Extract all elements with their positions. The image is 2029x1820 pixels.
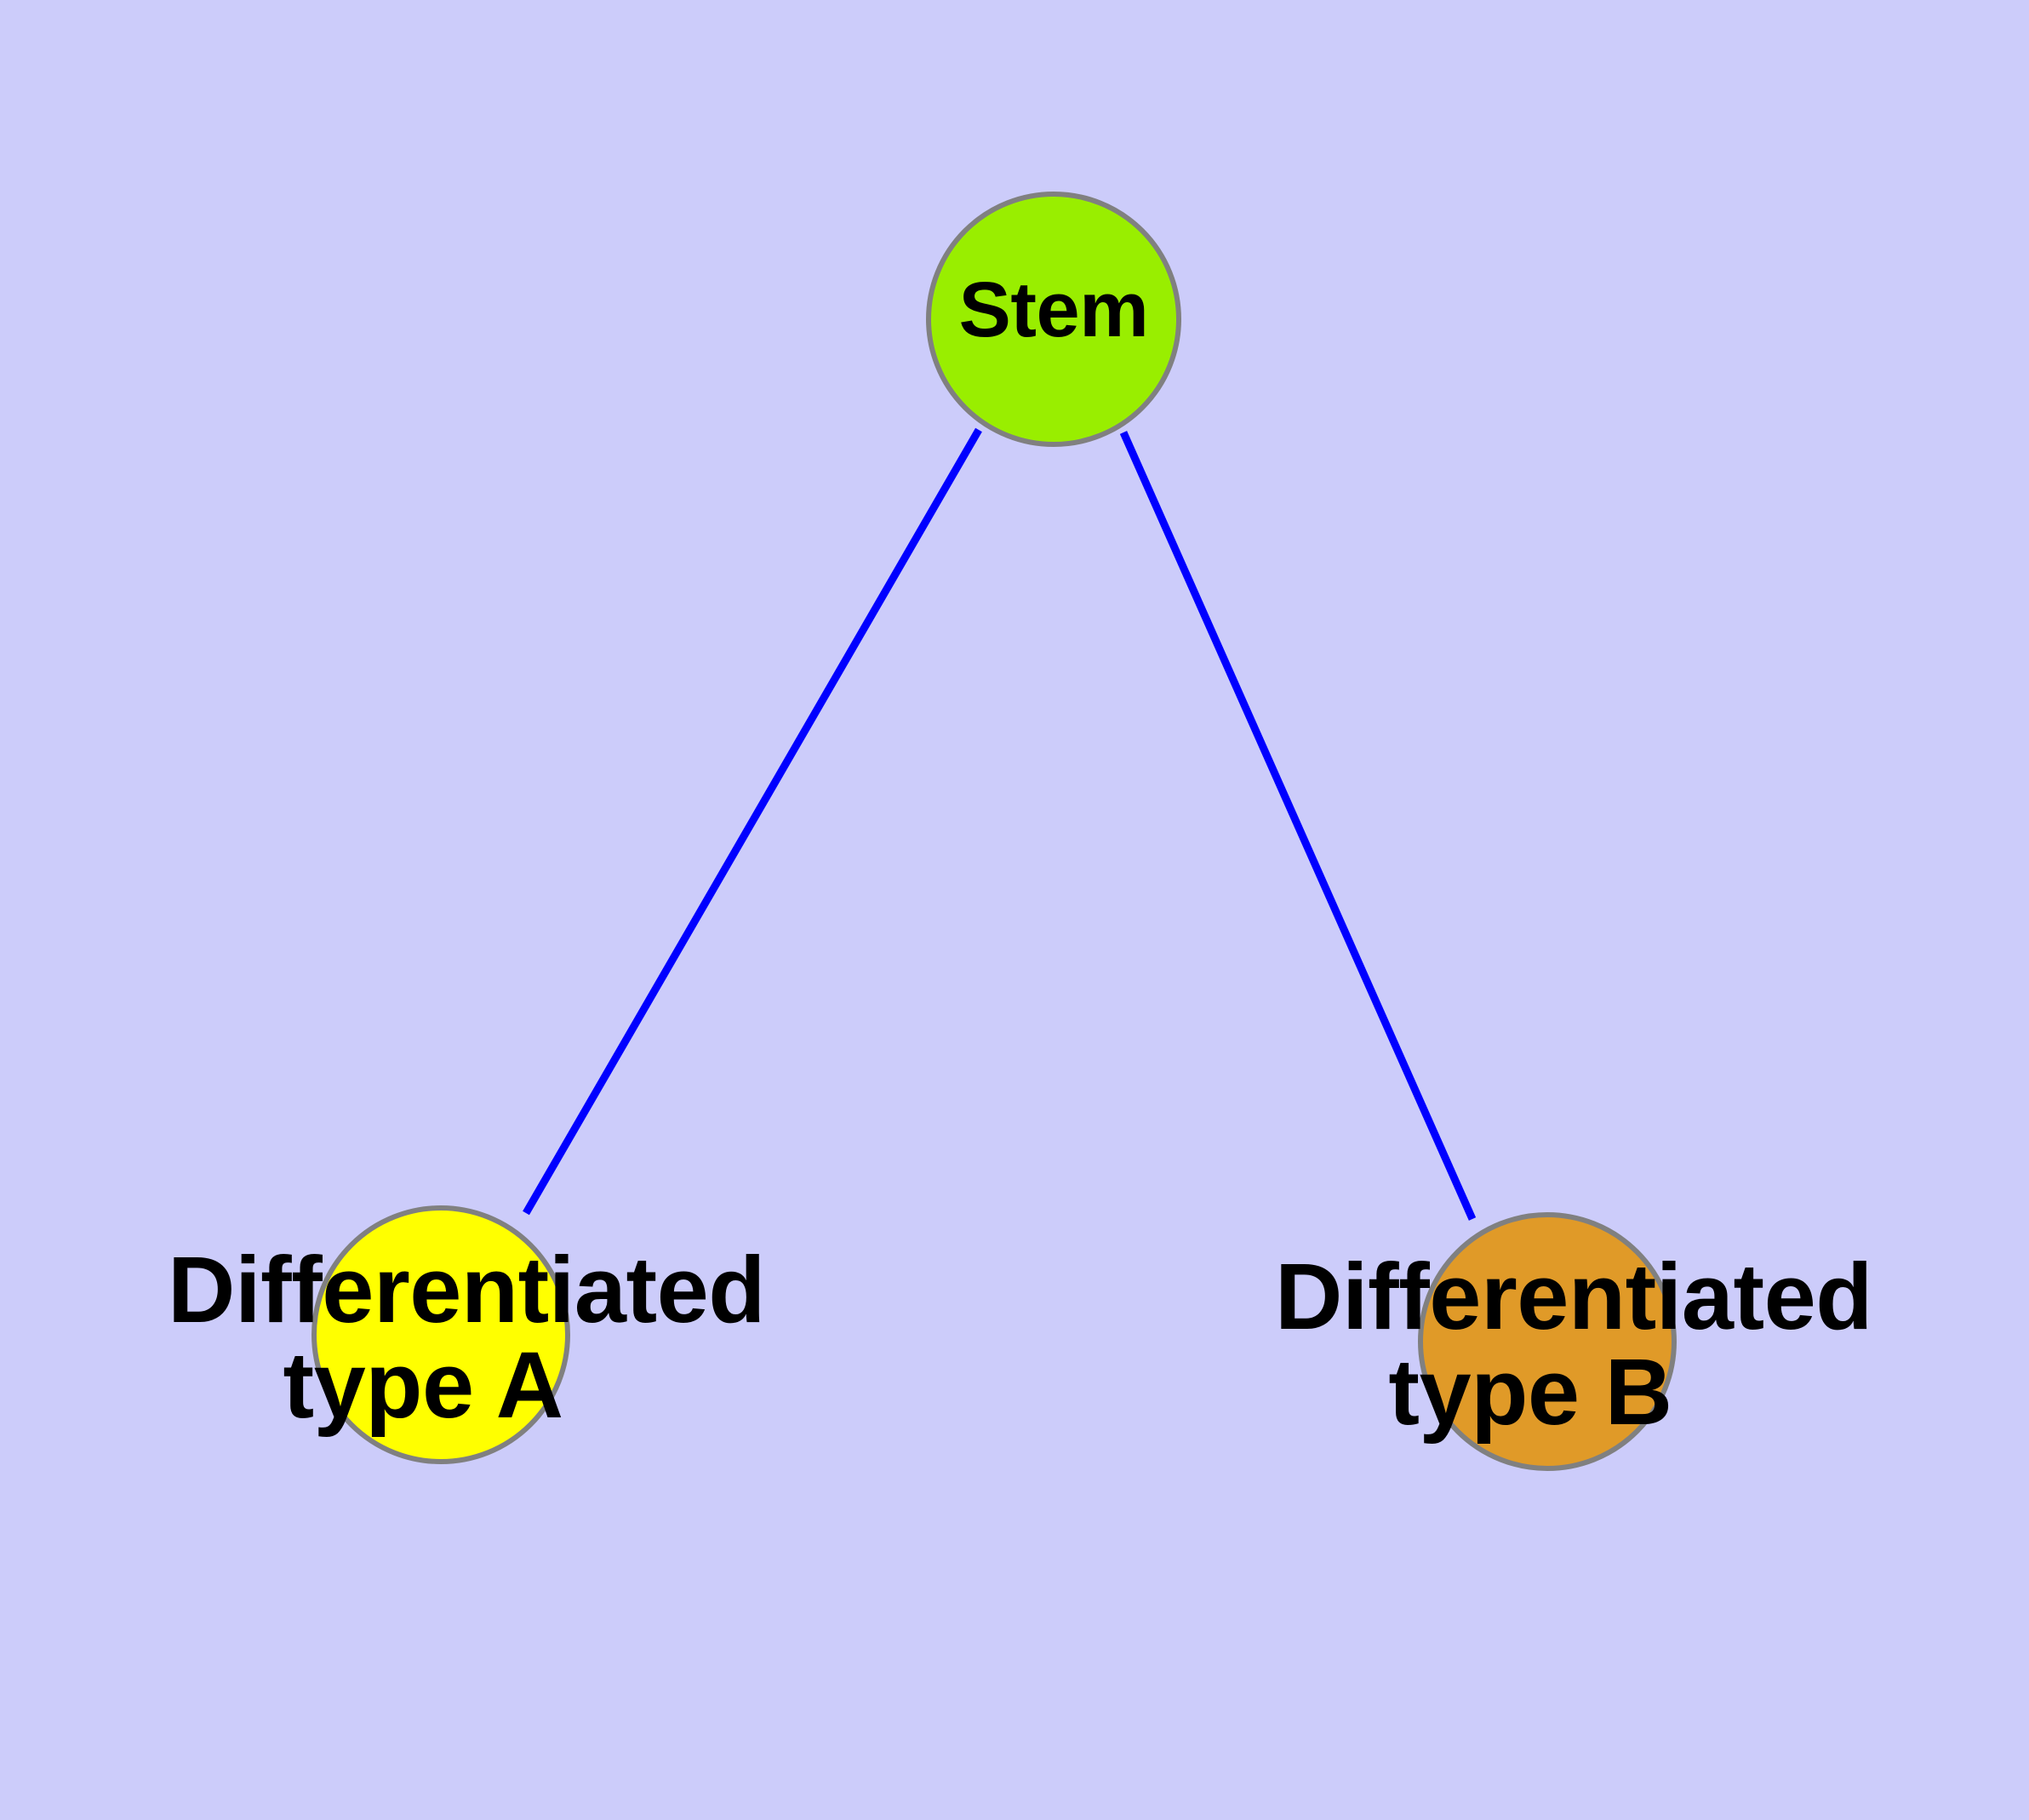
node-differentiated-type-a[interactable] xyxy=(311,1205,570,1464)
node-stem[interactable] xyxy=(926,192,1181,447)
edge-stem-to-diff-b xyxy=(1119,431,1477,1221)
node-differentiated-type-b[interactable] xyxy=(1418,1212,1677,1471)
edge-stem-to-diff-a xyxy=(523,427,982,1216)
